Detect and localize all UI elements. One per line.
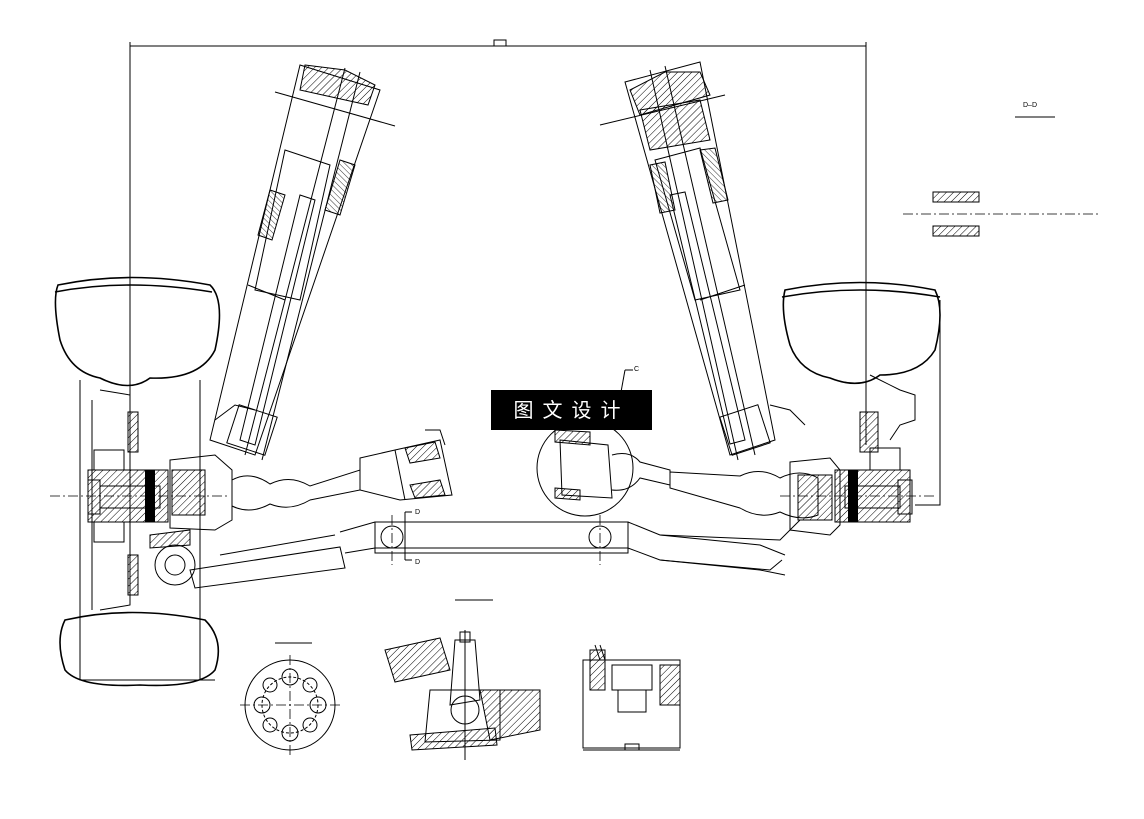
section-dd-title: D–D — [1023, 102, 1037, 109]
overall-dimension — [129, 39, 867, 445]
bracket-detail — [582, 644, 681, 751]
left-wheel — [54, 276, 221, 687]
ball-joint-detail — [384, 599, 541, 760]
watermark-banner: 图文设计 — [491, 390, 652, 430]
flange-detail — [240, 642, 340, 755]
section-d-upper-label: D — [415, 509, 420, 516]
right-strut — [599, 61, 806, 461]
right-lower-arm — [659, 519, 801, 571]
crossmember: D D — [339, 509, 786, 576]
detail-c-label: C — [634, 366, 639, 373]
right-driveshaft — [669, 457, 841, 536]
right-wheel — [781, 281, 941, 506]
left-strut — [209, 64, 396, 461]
section-dd-view: D–D — [903, 102, 1098, 237]
left-lower-arm — [189, 534, 346, 589]
left-hub — [50, 449, 230, 586]
right-hub — [780, 411, 935, 523]
section-d-lower-label: D — [415, 559, 420, 566]
detail-c: C — [536, 366, 671, 517]
left-driveshaft — [169, 429, 453, 531]
